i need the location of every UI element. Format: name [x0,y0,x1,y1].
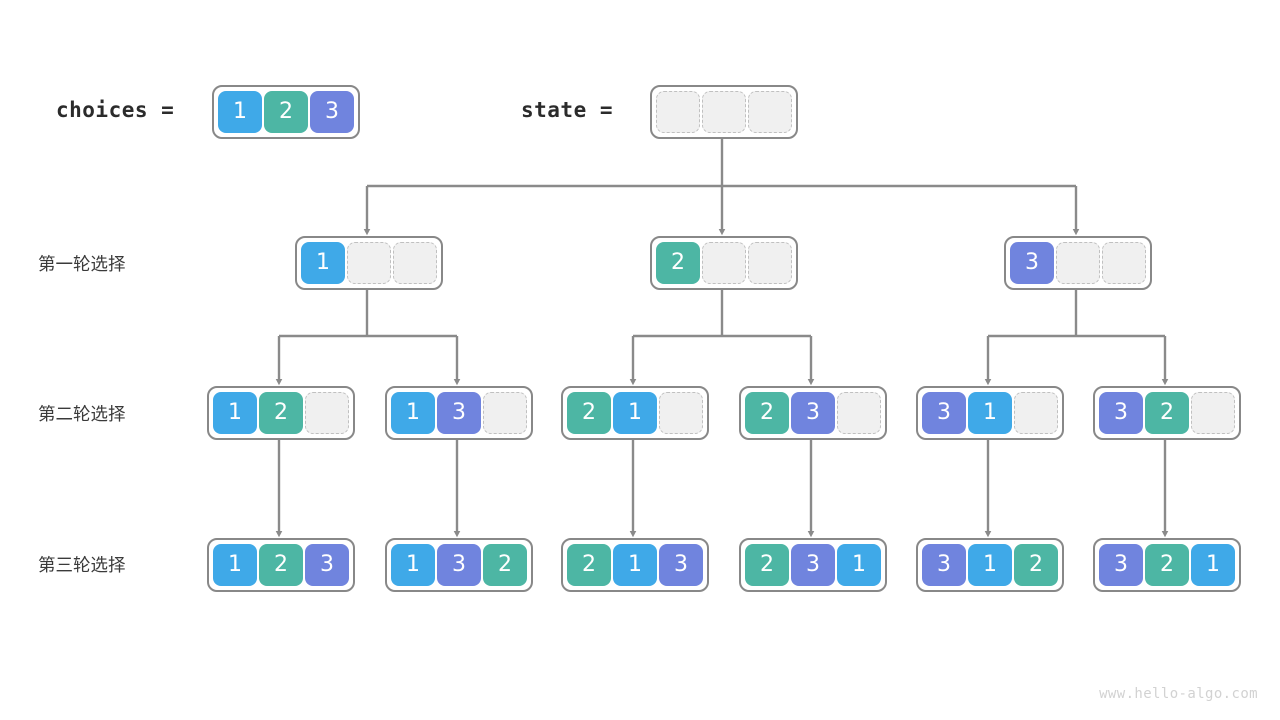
array-cell-filled: 3 [922,392,966,434]
round1-node: 2 [650,236,798,290]
array-cell-filled: 2 [1145,392,1189,434]
array-cell-filled: 2 [567,544,611,586]
array-cell-empty [1056,242,1100,284]
state-array [650,85,798,139]
choices-label: choices = [56,98,175,122]
array-cell-filled: 2 [745,392,789,434]
row-label-round2: 第二轮选择 [38,405,126,425]
array-cell-filled: 2 [567,392,611,434]
array-cell-filled: 2 [745,544,789,586]
array-cell-empty [1102,242,1146,284]
array-cell-empty [1014,392,1058,434]
array-cell-filled: 3 [1010,242,1054,284]
array-cell-empty [656,91,700,133]
array-cell-filled: 1 [613,392,657,434]
array-cell-filled: 1 [613,544,657,586]
array-cell-filled: 1 [213,392,257,434]
array-cell-filled: 3 [791,544,835,586]
array-cell-filled: 1 [837,544,881,586]
array-cell-filled: 2 [656,242,700,284]
state-label: state = [521,98,614,122]
array-cell-filled: 2 [483,544,527,586]
array-cell-filled: 3 [922,544,966,586]
array-cell-empty [748,91,792,133]
array-cell-filled: 3 [1099,392,1143,434]
array-cell-empty [305,392,349,434]
array-cell-filled: 2 [1145,544,1189,586]
array-cell-empty [1191,392,1235,434]
round1-node: 1 [295,236,443,290]
array-cell-filled: 3 [437,544,481,586]
array-cell-filled: 1 [391,392,435,434]
array-cell-empty [837,392,881,434]
array-cell-empty [702,91,746,133]
array-cell-filled: 1 [968,544,1012,586]
array-cell-filled: 1 [968,392,1012,434]
array-cell-empty [393,242,437,284]
array-cell-filled: 3 [310,91,354,133]
array-cell-empty [483,392,527,434]
array-cell-filled: 3 [437,392,481,434]
array-cell-empty [347,242,391,284]
array-cell-empty [702,242,746,284]
row-label-round3: 第三轮选择 [38,556,126,576]
array-cell-empty [659,392,703,434]
row-label-round1: 第一轮选择 [38,255,126,275]
array-cell-filled: 2 [1014,544,1058,586]
array-cell-filled: 1 [213,544,257,586]
watermark: www.hello-algo.com [1099,686,1258,702]
array-cell-filled: 1 [391,544,435,586]
round1-node: 3 [1004,236,1152,290]
array-cell-filled: 2 [259,544,303,586]
array-cell-filled: 3 [1099,544,1143,586]
array-cell-filled: 3 [791,392,835,434]
array-cell-filled: 1 [301,242,345,284]
array-cell-filled: 1 [1191,544,1235,586]
array-cell-filled: 3 [659,544,703,586]
array-cell-empty [748,242,792,284]
array-cell-filled: 2 [264,91,308,133]
array-cell-filled: 2 [259,392,303,434]
array-cell-filled: 3 [305,544,349,586]
array-cell-filled: 1 [218,91,262,133]
